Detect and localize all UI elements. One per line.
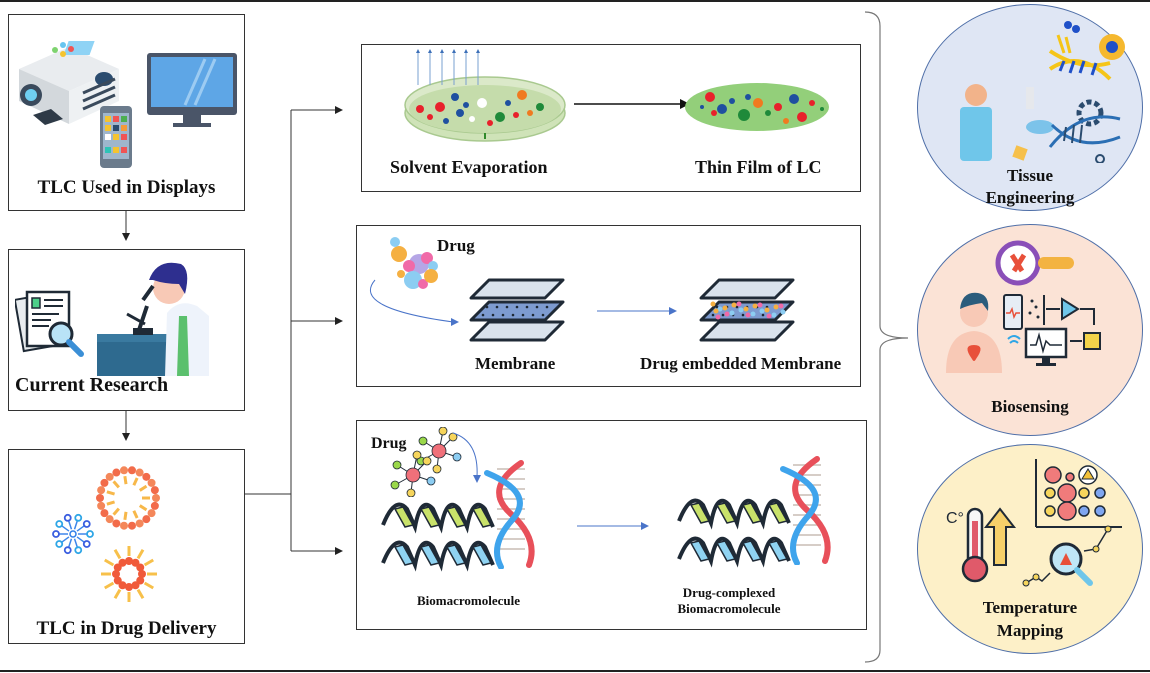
micelle-icon bbox=[101, 546, 157, 602]
drug-delivery-label: TLC in Drug Delivery bbox=[36, 618, 217, 639]
membrane-layers-icon bbox=[469, 278, 565, 342]
step-drug-complexed-biomacromolecule: Drug-complexed Biomacromolecule bbox=[677, 585, 781, 616]
dna-helix-icon bbox=[484, 460, 535, 569]
drug-binding-arrow bbox=[452, 432, 481, 483]
drug-label-biomacromolecule: Drug bbox=[371, 435, 407, 452]
drug-path-arrow bbox=[370, 279, 459, 326]
displays-box: TLC Used in Displays bbox=[8, 14, 245, 211]
step-drug-embedded-membrane: Drug embedded Membrane bbox=[640, 354, 842, 373]
temperature-mapping-circle: C° Temperature Mapping bbox=[917, 444, 1143, 654]
tissue-engineering-icon bbox=[960, 21, 1125, 163]
temperature-mapping-icon: C° bbox=[946, 459, 1122, 587]
tissue-engineering-label-line2: Engineering bbox=[985, 188, 1075, 207]
biosensing-label: Biosensing bbox=[991, 397, 1069, 416]
tissue-engineering-label-line1: Tissue bbox=[1007, 166, 1053, 185]
complexed-dna-helix-icon bbox=[780, 456, 831, 565]
biosensing-icon bbox=[946, 240, 1101, 373]
drug-molecules-icon bbox=[390, 237, 438, 289]
projector-icon bbox=[19, 41, 119, 125]
drug-label-membrane: Drug bbox=[437, 236, 475, 255]
bottom-rule bbox=[0, 670, 1150, 672]
petri-dish-evaporation-icon bbox=[404, 49, 566, 142]
displays-label: TLC Used in Displays bbox=[37, 177, 216, 198]
research-label: Current Research bbox=[15, 374, 169, 396]
scientist-microscope-icon bbox=[97, 262, 209, 376]
top-rule bbox=[0, 0, 1150, 2]
smartphone-icon bbox=[100, 106, 132, 168]
flow-arrow-membrane bbox=[597, 307, 677, 315]
temperature-mapping-label-line1: Temperature bbox=[982, 598, 1078, 617]
curly-brace bbox=[864, 11, 909, 663]
research-box: Current Research bbox=[8, 249, 245, 411]
complexed-protein-helix-icon bbox=[677, 498, 791, 568]
step-thin-film: Thin Film of LC bbox=[695, 157, 822, 177]
drug-membrane-icon bbox=[699, 278, 795, 342]
evaporation-box: Solvent Evaporation Thin Film of LC bbox=[361, 44, 861, 192]
biosensing-circle: Biosensing bbox=[917, 224, 1143, 436]
nanocarrier-icon bbox=[52, 513, 94, 555]
process-arrow bbox=[574, 99, 690, 109]
biomacromolecule-box: Drug Biomacromolecule Drug-complexed Bio… bbox=[356, 420, 867, 630]
monitor-icon bbox=[147, 53, 237, 127]
thin-film-icon bbox=[685, 83, 829, 131]
drug-molecule-icon bbox=[390, 427, 462, 497]
liposome-icon bbox=[96, 466, 160, 530]
tissue-engineering-circle: Tissue Engineering bbox=[917, 4, 1143, 211]
membrane-box: Drug Membrane Drug embedded Membrane bbox=[356, 225, 861, 387]
protein-helix-icon bbox=[381, 502, 495, 572]
step-biomacromolecule: Biomacromolecule bbox=[417, 593, 521, 608]
step-membrane: Membrane bbox=[475, 354, 556, 373]
flow-arrow-biomacromolecule bbox=[577, 522, 649, 530]
step-solvent-evaporation: Solvent Evaporation bbox=[390, 157, 548, 177]
temperature-mapping-label-line2: Mapping bbox=[996, 621, 1064, 640]
drug-delivery-box: TLC in Drug Delivery bbox=[8, 449, 245, 644]
svg-text:C°: C° bbox=[946, 510, 964, 527]
document-search-icon bbox=[15, 290, 84, 357]
